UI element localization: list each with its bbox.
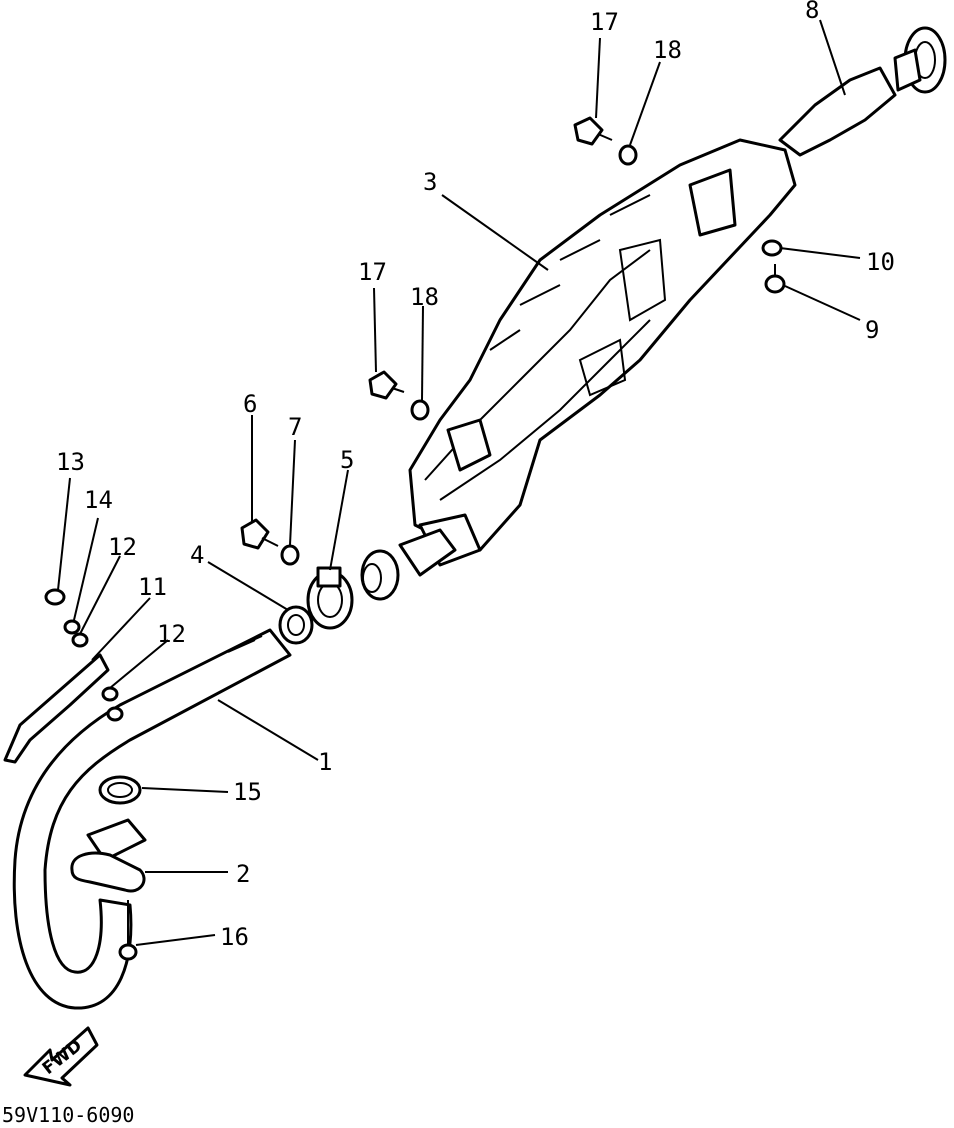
- callout-10: 10: [866, 248, 895, 276]
- callout-12-lower: 12: [157, 620, 186, 648]
- bolt-17-upper: [573, 116, 613, 146]
- callout-5: 5: [340, 446, 354, 474]
- callout-18-lower: 18: [410, 283, 439, 311]
- callout-15: 15: [233, 778, 262, 806]
- callout-12-upper: 12: [108, 533, 137, 561]
- callout-14: 14: [84, 486, 113, 514]
- callout-11: 11: [138, 573, 167, 601]
- callout-18-upper: 18: [653, 36, 682, 64]
- leader-lines: [57, 19, 861, 946]
- washer-7: [280, 544, 300, 566]
- washer-18-lower: [410, 399, 430, 421]
- nut-lower: [106, 706, 124, 722]
- muffler: [408, 138, 797, 567]
- washer-18-upper: [618, 144, 638, 166]
- callout-6: 6: [243, 390, 257, 418]
- washer-14: [63, 619, 81, 635]
- heat-protector: [3, 653, 110, 764]
- exhaust-gasket: [98, 775, 142, 805]
- bolt-17-lower: [368, 370, 405, 400]
- screw-13: [44, 588, 66, 606]
- callout-13: 13: [56, 448, 85, 476]
- stud-bolt: [118, 900, 138, 961]
- tail-pipe: [778, 26, 947, 157]
- callout-17-lower: 17: [358, 258, 387, 286]
- forward-arrow: FWD: [23, 1026, 99, 1087]
- bolt-6: [240, 518, 279, 550]
- callout-3: 3: [423, 168, 437, 196]
- callout-7: 7: [288, 413, 302, 441]
- collar-12-upper: [71, 632, 89, 648]
- nut-10: [761, 239, 783, 257]
- collar-12-lower: [101, 686, 119, 702]
- callout-17-upper: 17: [590, 8, 619, 36]
- callout-16: 16: [220, 923, 249, 951]
- gasket: [278, 605, 314, 645]
- drawing-code: 59V110-6090: [2, 1103, 134, 1127]
- callout-8: 8: [805, 0, 819, 24]
- inlet-joint: [360, 528, 457, 601]
- callout-2: 2: [236, 860, 250, 888]
- callout-1: 1: [318, 748, 332, 776]
- exhaust-pipe: [12, 628, 292, 1010]
- callout-4: 4: [190, 541, 204, 569]
- clamp: [306, 566, 354, 630]
- callout-9: 9: [865, 316, 879, 344]
- bolt-9: [764, 264, 786, 294]
- exhaust-flange: [70, 818, 147, 893]
- callouts: 17 18 8 3 10 9 17 18 6 7 5 13 14 12 4 11…: [56, 0, 895, 951]
